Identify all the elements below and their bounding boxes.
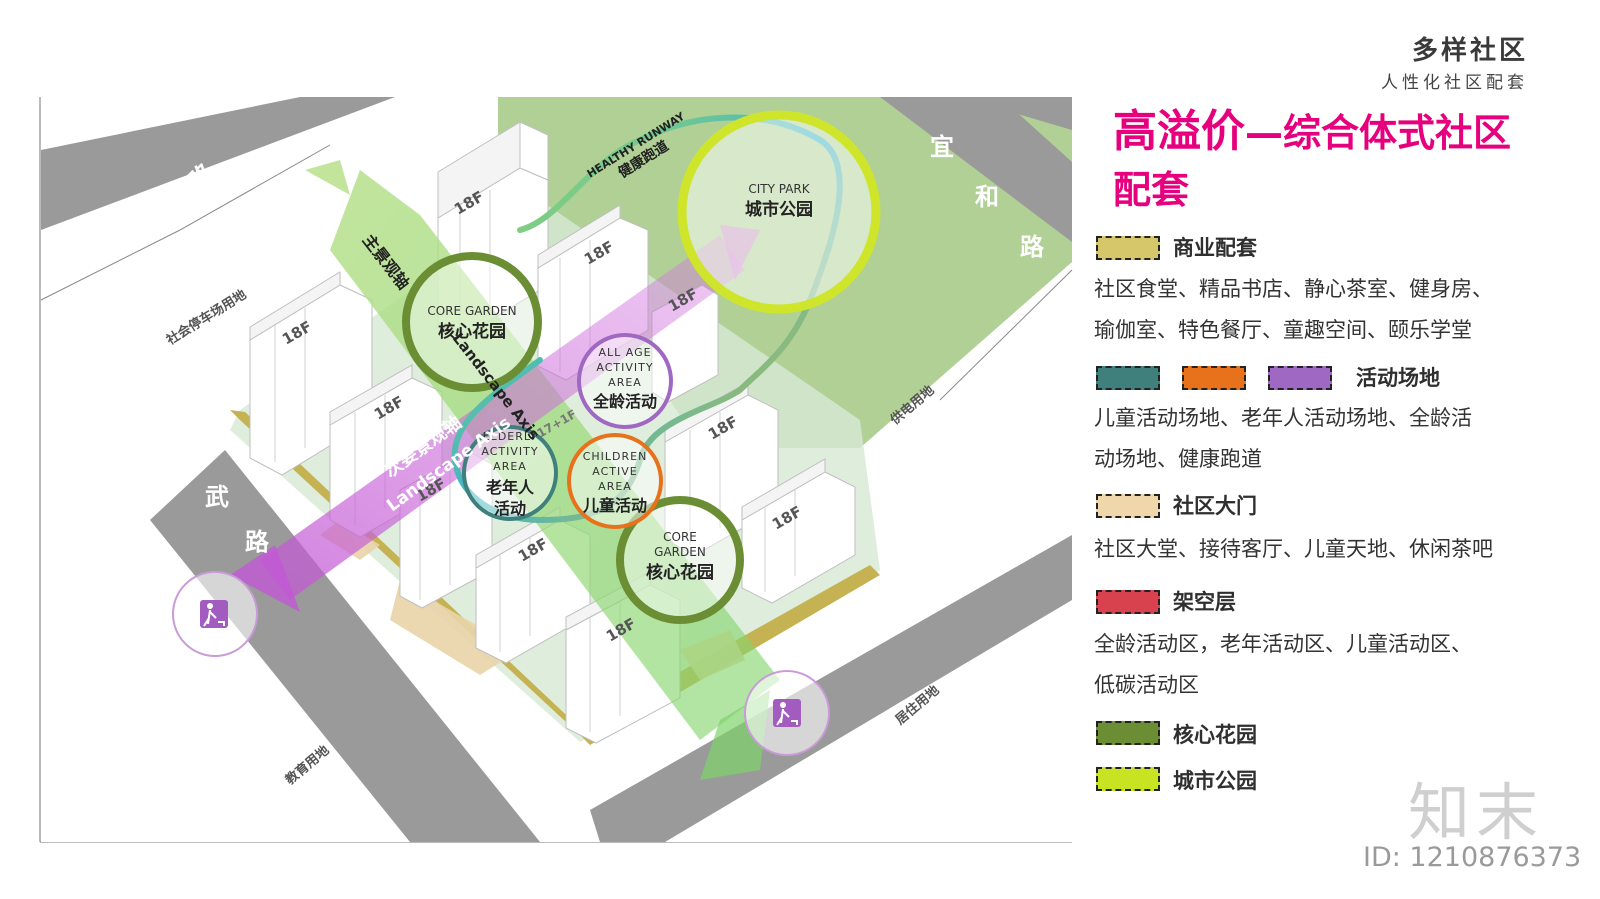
headline: 高溢价—综合体式社区 配套 bbox=[1113, 104, 1563, 218]
core-garden-2-cn: 核心花园 bbox=[646, 562, 714, 583]
core-garden-circle-1: CORE GARDEN 核心花园 bbox=[402, 252, 542, 392]
children-en3: AREA bbox=[598, 480, 632, 493]
stilt-desc-1: 全龄活动区，老年活动区、儿童活动区、 bbox=[1094, 632, 1472, 656]
city-park-label: 城市公园 bbox=[1173, 769, 1257, 793]
activity-swatch-children bbox=[1182, 366, 1246, 390]
city-park-circle: CITY PARK 城市公园 bbox=[677, 110, 881, 314]
all-age-en1: ALL AGE bbox=[598, 346, 651, 359]
children-en2: ACTIVE bbox=[592, 465, 637, 478]
all-age-activity-circle: ALL AGE ACTIVITY AREA 全龄活动 bbox=[577, 333, 673, 429]
children-cn: 儿童活动 bbox=[582, 496, 647, 515]
road-label-jianwu-1: 建 bbox=[170, 438, 194, 466]
commercial-desc-2: 瑜伽室、特色餐厅、童趣空间、颐乐学堂 bbox=[1094, 318, 1472, 342]
all-age-cn: 全龄活动 bbox=[592, 392, 657, 411]
children-en1: CHILDREN bbox=[583, 450, 648, 463]
core-garden-2-en2: GARDEN bbox=[654, 545, 706, 559]
commercial-desc-1: 社区食堂、精品书店、静心茶室、健身房、 bbox=[1094, 277, 1493, 301]
city-park-cn: 城市公园 bbox=[745, 199, 813, 220]
elderly-en1: ELDERLY bbox=[483, 430, 538, 443]
elderly-en2: ACTIVITY bbox=[481, 445, 538, 458]
elderly-en3: AREA bbox=[493, 460, 527, 473]
core-garden-1-cn: 核心花园 bbox=[438, 321, 506, 342]
core-garden-circle-2: CORE GARDEN 核心花园 bbox=[616, 496, 744, 624]
headline-part2: 综合体式社区 bbox=[1283, 111, 1512, 155]
all-age-en3: AREA bbox=[608, 376, 642, 389]
pedestrian-icon bbox=[172, 571, 258, 657]
all-age-en2: ACTIVITY bbox=[596, 361, 653, 374]
buildings bbox=[249, 121, 856, 744]
road-label-jianwu-3: 路 bbox=[245, 528, 270, 556]
gate-desc-1: 社区大堂、接待客厅、儿童天地、休闲茶吧 bbox=[1094, 537, 1493, 561]
core-garden-swatch bbox=[1096, 721, 1160, 745]
gate-label: 社区大门 bbox=[1173, 494, 1257, 518]
pedestrian-icon bbox=[744, 670, 830, 756]
watermark-id: ID: 1210876373 bbox=[1363, 842, 1582, 873]
gate-swatch bbox=[1096, 494, 1160, 518]
road-label-yihe-3: 路 bbox=[1020, 233, 1045, 261]
core-garden-label: 核心花园 bbox=[1173, 723, 1257, 747]
headline-part1: 高溢价 bbox=[1113, 106, 1245, 157]
stilt-desc-2: 低碳活动区 bbox=[1094, 673, 1199, 697]
activity-label: 活动场地 bbox=[1356, 366, 1440, 390]
core-garden-1-en: CORE GARDEN bbox=[427, 304, 516, 318]
commercial-label: 商业配套 bbox=[1173, 236, 1257, 260]
activity-desc-1: 儿童活动场地、老年人活动场地、全龄活 bbox=[1094, 406, 1472, 430]
road-label-yihe-1: 宜 bbox=[930, 133, 954, 161]
headline-part3: 配套 bbox=[1113, 168, 1190, 212]
stilt-swatch bbox=[1096, 590, 1160, 614]
activity-desc-2: 动场地、健康跑道 bbox=[1094, 447, 1262, 471]
city-park-swatch bbox=[1096, 767, 1160, 791]
section-subtitle: 人性化社区配套 bbox=[1381, 73, 1528, 93]
elderly-activity-circle: ELDERLY ACTIVITY AREA 老年人 活动 bbox=[462, 425, 558, 521]
children-activity-circle: CHILDREN ACTIVE AREA 儿童活动 bbox=[567, 433, 663, 529]
activity-swatch-allage bbox=[1268, 366, 1332, 390]
activity-swatch-elderly bbox=[1096, 366, 1160, 390]
stilt-label: 架空层 bbox=[1173, 590, 1236, 614]
core-garden-2-en1: CORE bbox=[663, 530, 697, 544]
headline-dash: — bbox=[1245, 111, 1283, 155]
section-title: 多样社区 bbox=[1411, 36, 1528, 66]
road-label-yihe-2: 和 bbox=[975, 183, 999, 211]
commercial-swatch bbox=[1096, 236, 1160, 260]
elderly-cn2: 活动 bbox=[494, 499, 526, 518]
city-park-en: CITY PARK bbox=[748, 182, 810, 196]
watermark-brand: 知末 bbox=[1408, 776, 1545, 849]
road-label-jianwu-2: 武 bbox=[205, 483, 229, 511]
elderly-cn1: 老年人 bbox=[485, 478, 535, 497]
